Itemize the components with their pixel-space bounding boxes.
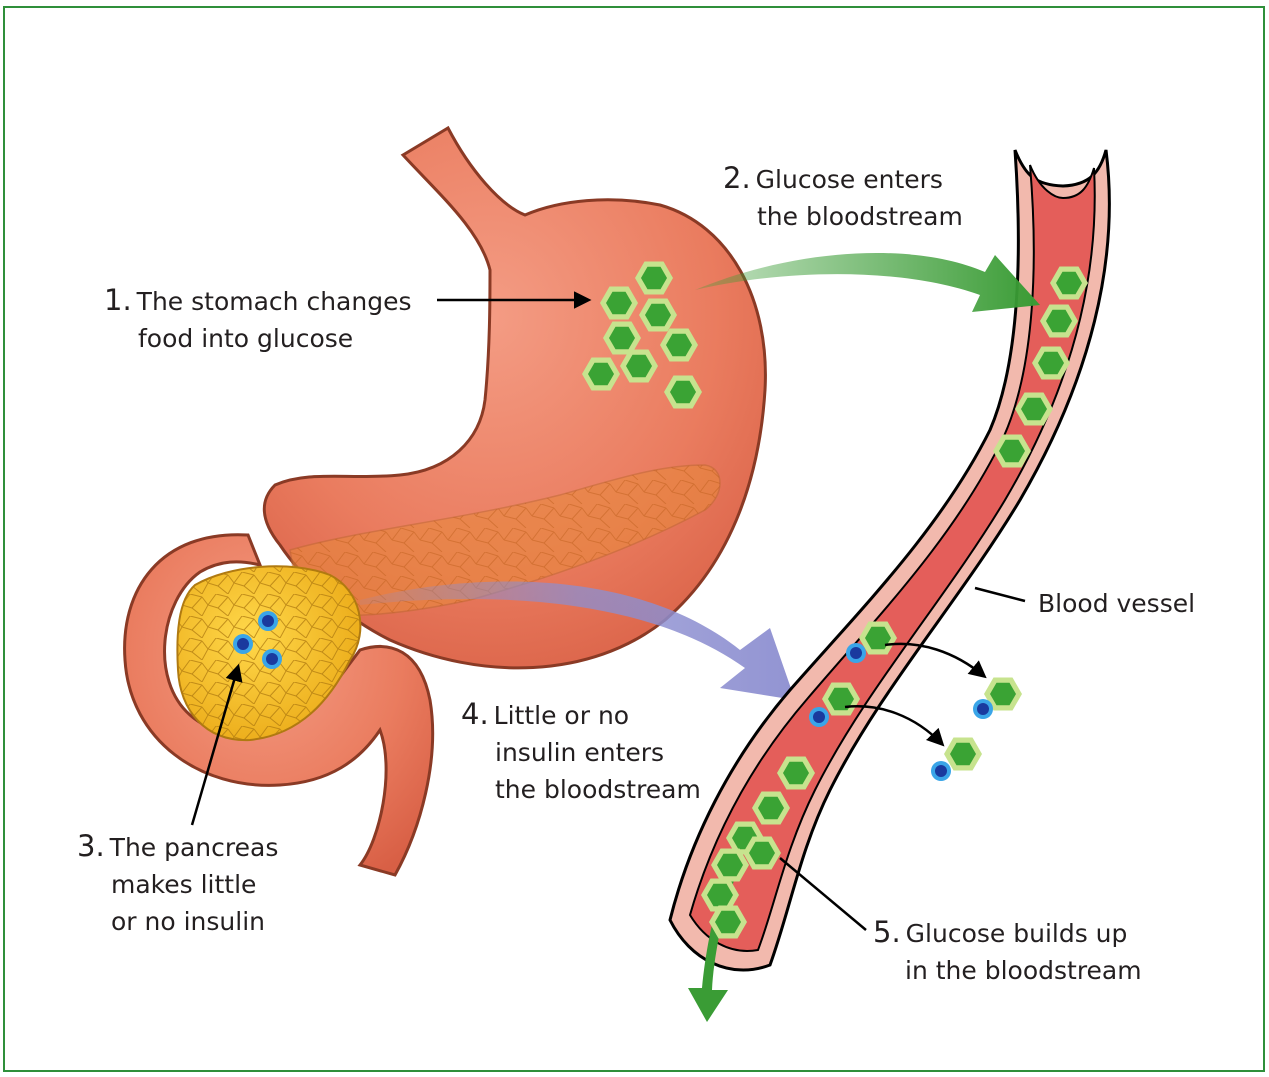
glucose-hexagon-core [990,682,1016,706]
label-step-1: 1.The stomach changes food into glucose [104,283,412,353]
glucose-hexagon-core [717,853,743,877]
glucose-entry-arrow [695,252,1040,312]
glucose-hexagon-core [645,303,671,327]
glucose-hexagon-core [828,687,854,711]
glucose-hexagon-core [1021,397,1047,421]
glucose-hexagon-core [715,910,741,934]
label-step-3: 3.The pancreas makes little or no insuli… [77,829,279,936]
glucose-hexagon-core [1056,271,1082,295]
glucose-hexagon-core [666,333,692,357]
insulin-glucose-pairs [809,643,993,781]
insulin-cells-pancreas [233,611,282,669]
glucose-hexagon-core [865,626,891,650]
glucose-hexagon-core [670,380,696,404]
glucose-hexagon-core [606,291,632,315]
glucose-hexagon-core [588,362,614,386]
insulin-flow-arrow [360,581,795,700]
glucose-hexagon-core [1046,309,1072,333]
label-step-4: 4.Little or no insulin enters the bloods… [461,697,701,804]
glucose-hexagon-core [950,742,976,766]
glucose-hexagon-core [641,266,667,290]
label-step-2: 2.Glucose enters the bloodstream [723,161,963,231]
glucose-molecules [582,261,1088,939]
glucose-hexagon-core [626,354,652,378]
duodenum [123,533,435,877]
glucose-hexagon-core [749,841,775,865]
glucose-hexagon-core [758,796,784,820]
glucose-hexagon-core [707,883,733,907]
glucose-hexagon-core [783,761,809,785]
glucose-hexagon-core [999,439,1025,463]
glucose-hexagon-core [1038,351,1064,375]
label-step-5: 5.Glucose builds up in the bloodstream [873,915,1142,985]
label-blood-vessel: Blood vessel [1038,589,1196,618]
glucose-hexagon-core [609,326,635,350]
pointer-arrows [190,291,1026,931]
